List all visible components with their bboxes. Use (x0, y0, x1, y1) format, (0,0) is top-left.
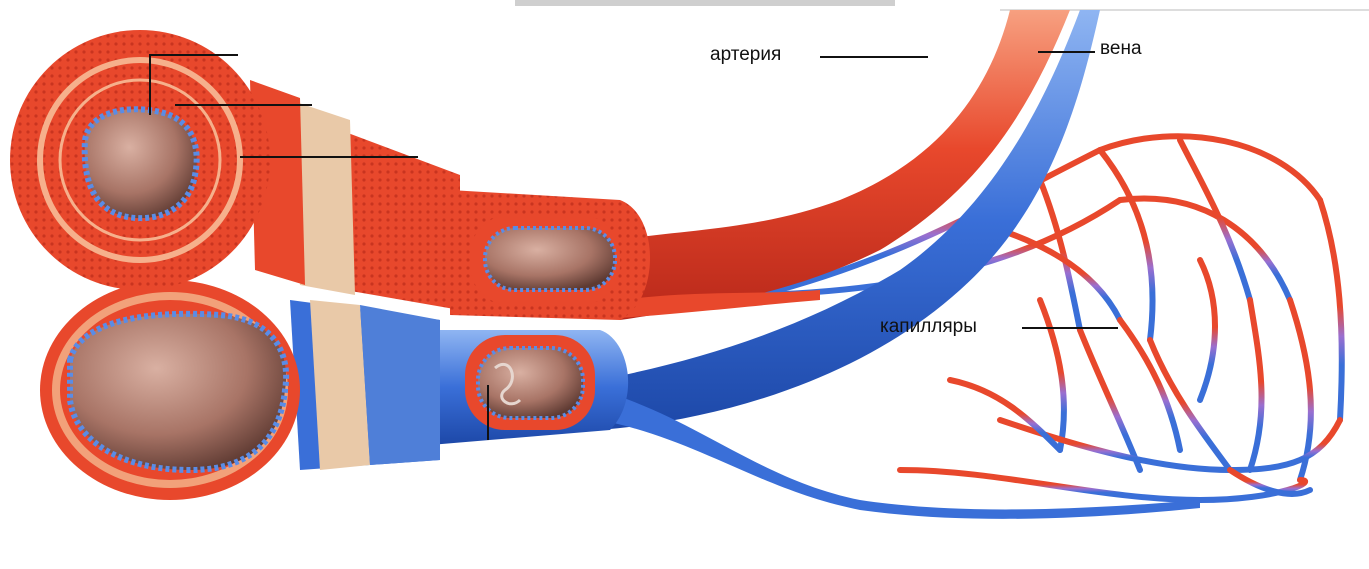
artery-cross-section-icon (10, 30, 650, 320)
capillaries-label: капилляры (880, 316, 977, 338)
cropped-title-strip (515, 0, 895, 6)
artery-label: артерия (710, 44, 781, 66)
vein-label: вена (1100, 38, 1142, 60)
